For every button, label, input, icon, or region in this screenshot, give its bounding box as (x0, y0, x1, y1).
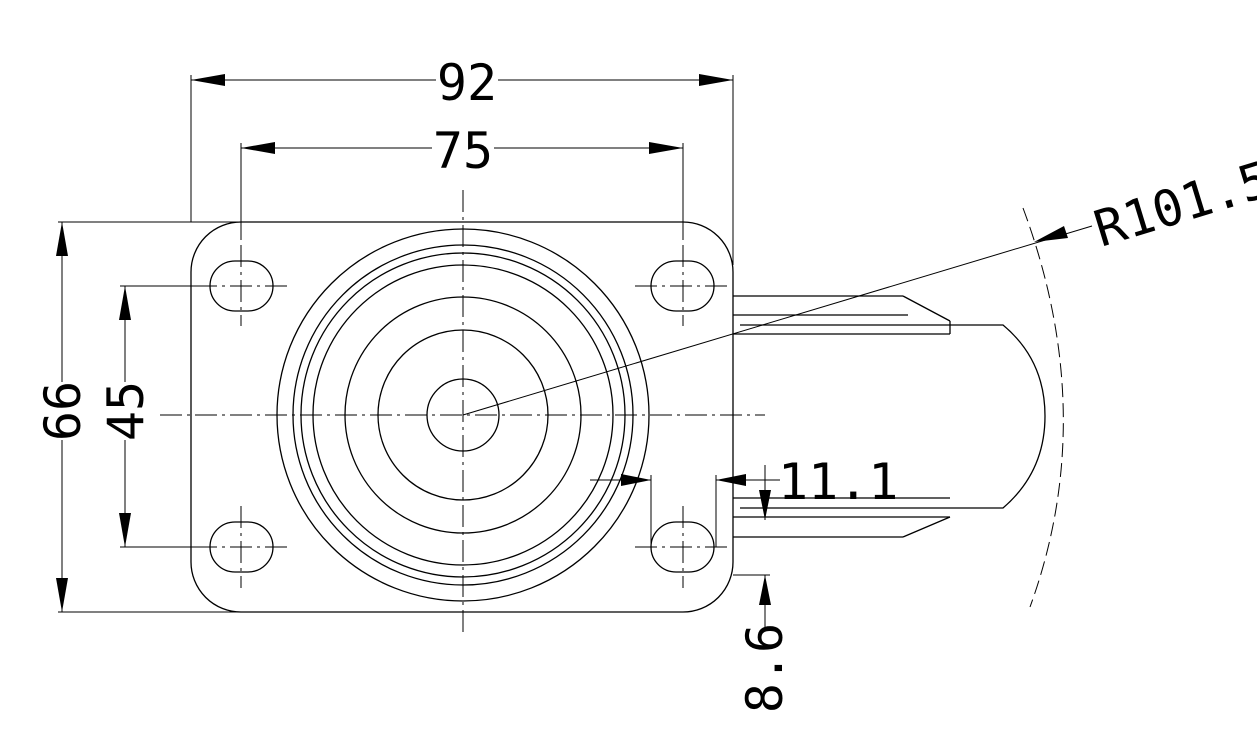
dimension-label-45: 45 (97, 381, 155, 441)
dimension-label-r101-5: R101.5 (1088, 150, 1257, 258)
dimension-label-92: 92 (437, 54, 497, 112)
dimension-45: 45 (97, 285, 210, 548)
dimension-label-66: 66 (34, 381, 92, 441)
dimension-66: 66 (34, 221, 241, 613)
dimension-8-6: 8.6 (733, 465, 794, 713)
dimension-11-1: 11.1 (590, 453, 898, 547)
dimension-75: 75 (240, 122, 684, 240)
center-lines (160, 190, 765, 635)
dimension-r101-5: R101.5 (462, 150, 1257, 416)
dimension-92: 92 (190, 54, 734, 265)
dimension-label-75: 75 (433, 122, 493, 180)
swing-radius-arc (1022, 207, 1064, 608)
top-plate (190, 221, 734, 613)
dimension-label-11-1: 11.1 (778, 453, 898, 511)
dimension-label-8-6: 8.6 (736, 623, 794, 713)
